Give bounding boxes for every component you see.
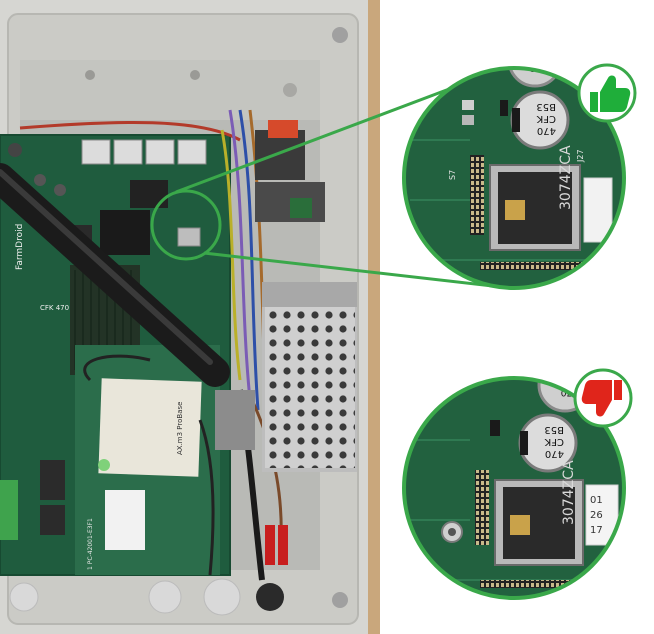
enclosure-photo: FarmDroid CFK 470 AX.m3 ProBase 1 PC-420… <box>0 0 380 634</box>
bad-cap-top-text-3: B53 <box>560 365 578 375</box>
good-sim-holder: 3074ZCA <box>489 145 581 251</box>
board-brand-text: FarmDroid <box>15 224 25 270</box>
module-label-text: AX.m3 ProBase <box>176 402 184 455</box>
good-pin-label-2: S7 <box>448 170 457 180</box>
thumbs-up-icon <box>577 63 637 123</box>
power-supply <box>262 282 357 472</box>
bad-cap-text-2: CFK <box>544 436 564 447</box>
bad-tag-line-1: 01 <box>590 495 603 506</box>
bad-tag-line-2: 26 <box>590 510 603 521</box>
side-label-text: 1 PC-42001-E3F1 <box>87 518 94 570</box>
thumbs-down-icon <box>573 368 633 428</box>
terminal-block <box>215 390 255 450</box>
good-pin-label-1: J27 <box>576 149 585 163</box>
bad-holder-text: 3074ZCA <box>561 460 577 525</box>
good-cap-text-1: 470 <box>537 125 556 136</box>
relay <box>255 130 305 180</box>
good-cap-text-2: CFK <box>536 113 556 124</box>
zoom-good: 470 470 CFK B53 3074ZCA <box>402 66 626 290</box>
bad-cap-top-text-2: CFK <box>560 376 578 386</box>
bad-cap-text-1: 470 <box>545 448 564 459</box>
bad-tag-line-3: 17 <box>590 525 603 536</box>
chip-code-text: CFK 470 <box>40 304 69 312</box>
good-holder-text: 3074ZCA <box>558 145 574 210</box>
callout-line-bottom <box>203 251 511 290</box>
good-cap-text-3: B53 <box>536 101 556 112</box>
bad-sim-holder: 3074ZCA <box>494 460 584 566</box>
bad-cap-text-3: B53 <box>544 424 564 435</box>
highlight-circle <box>150 189 222 261</box>
antenna <box>0 163 230 387</box>
modem-module: AX.m3 ProBase 1 PC-42001-E3F1 <box>75 345 220 575</box>
good-sim-card <box>583 177 613 243</box>
